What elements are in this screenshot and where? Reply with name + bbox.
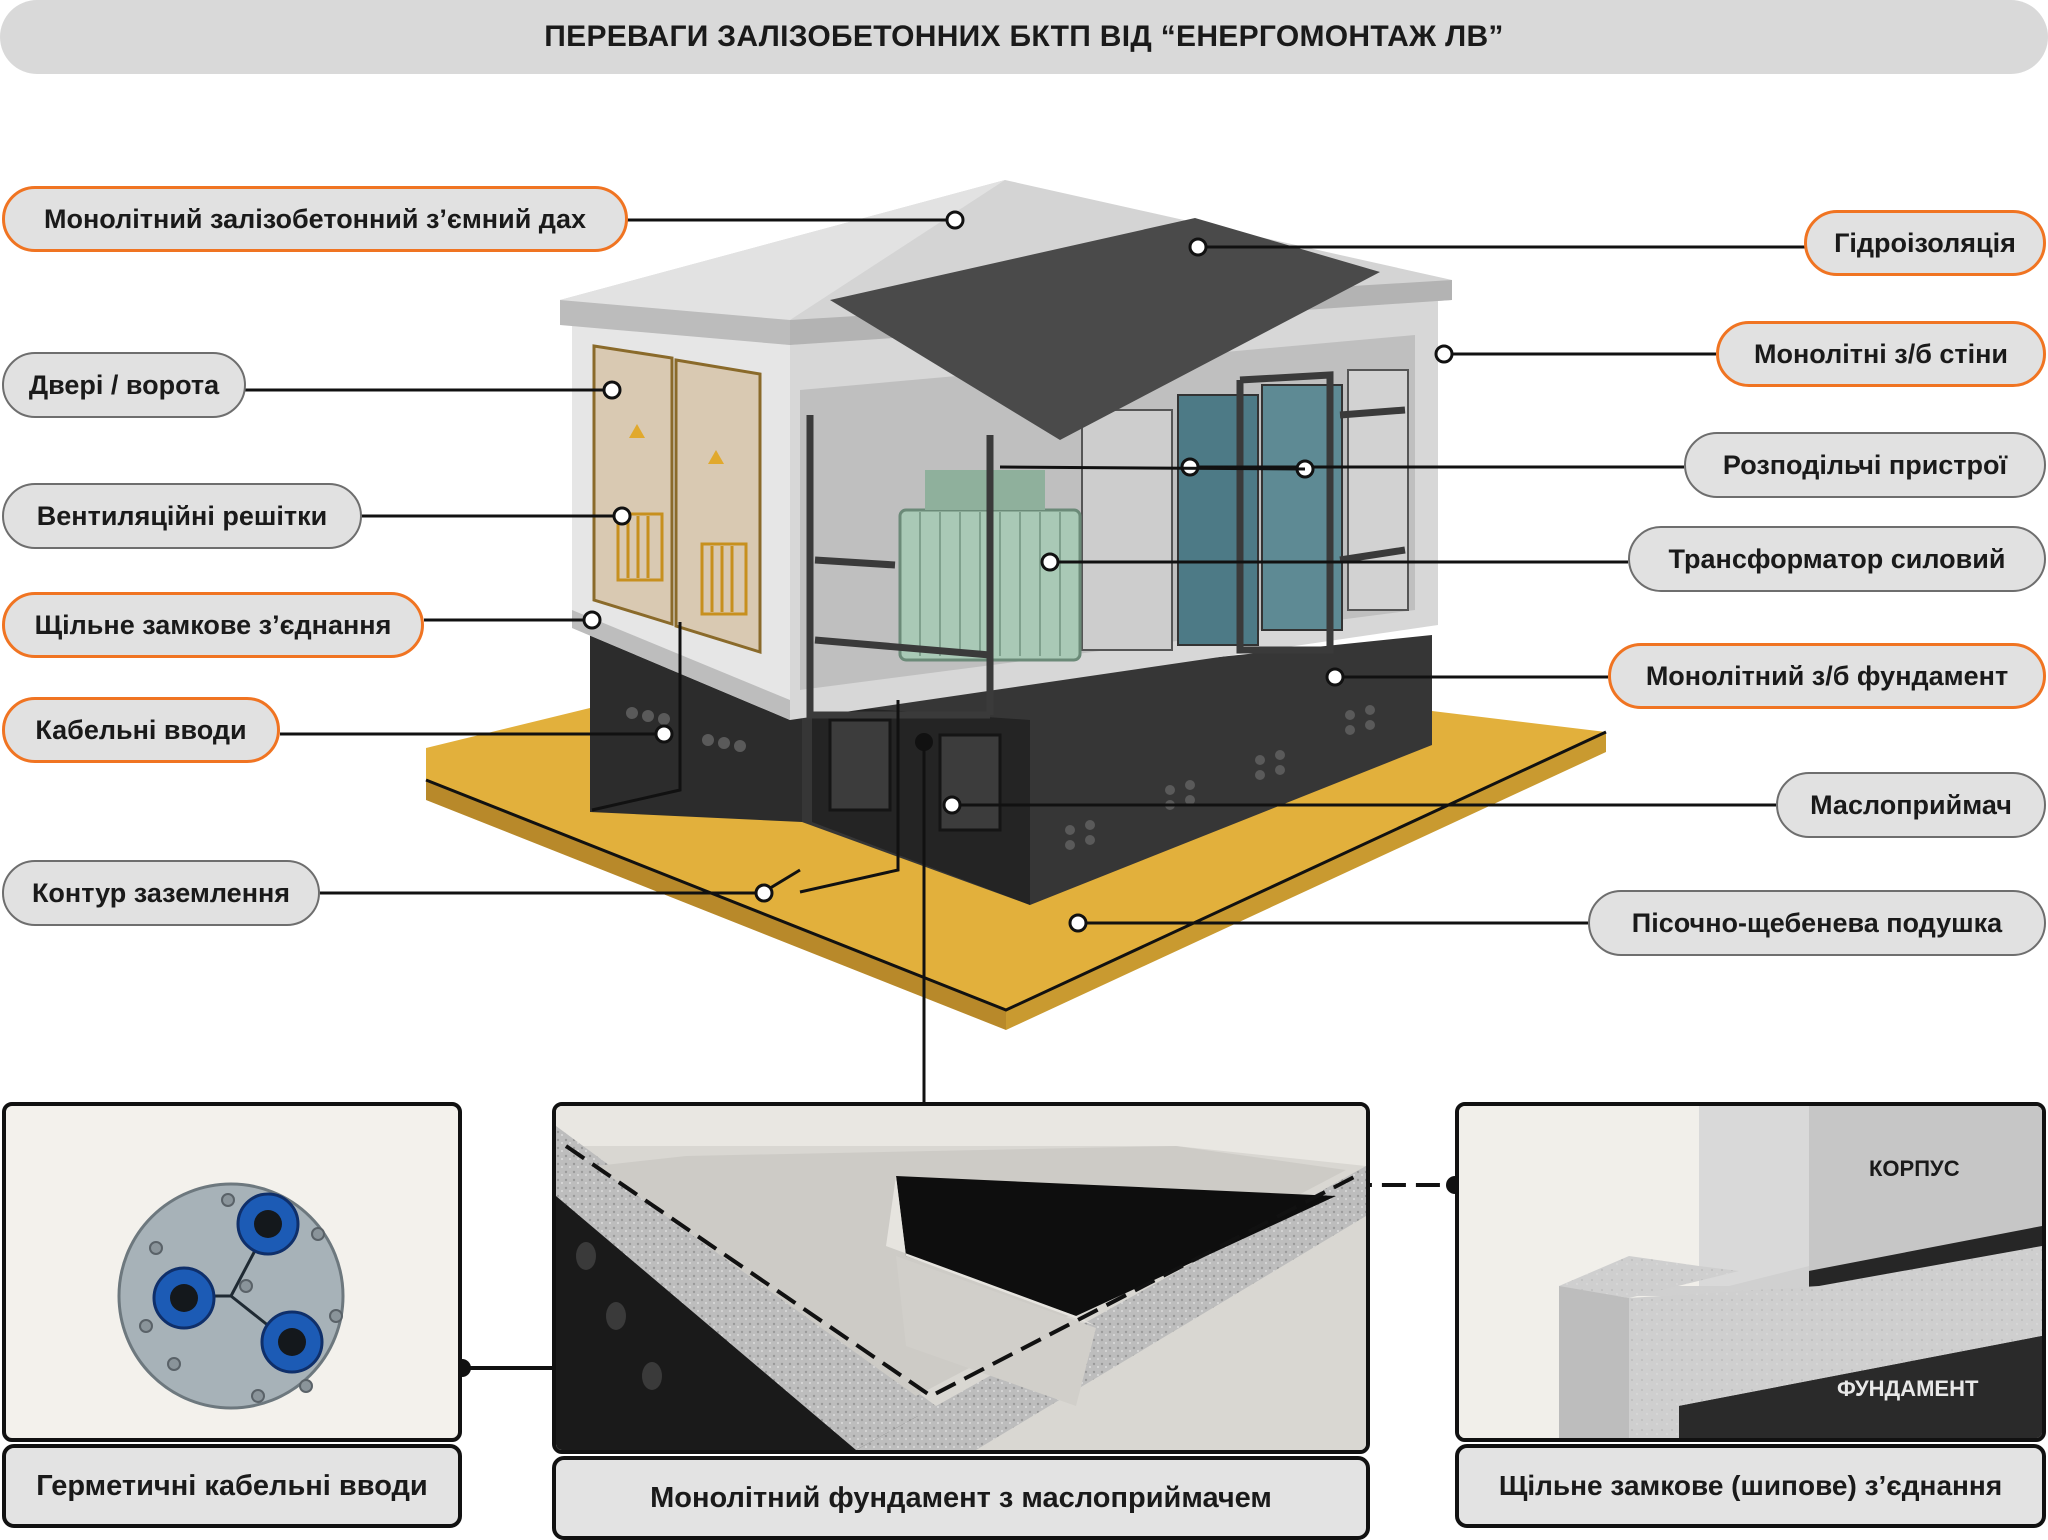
foundation-photo <box>556 1106 1366 1450</box>
label-foundation-inset: ФУНДАМЕНТ <box>1837 1376 1979 1401</box>
caption-foundation: Монолітний фундамент з маслоприймачем <box>552 1456 1370 1540</box>
label-vent-grilles: Вентиляційні решітки <box>2 483 362 549</box>
title-bar: ПЕРЕВАГИ ЗАЛІЗОБЕТОННИХ БКТП ВІД “ЕНЕРГО… <box>0 0 2048 74</box>
label-body: КОРПУС <box>1869 1156 1960 1181</box>
label-doors: Двері / ворота <box>2 352 246 418</box>
label-grounding: Контур заземлення <box>2 860 320 926</box>
interior <box>806 369 1409 719</box>
panel-lock-joint: КОРПУС ФУНДАМЕНТ <box>1455 1102 2046 1442</box>
label-oil-receiver: Маслоприймач <box>1776 772 2046 838</box>
label-removable-roof: Монолітний залізобетонний з’ємний дах <box>2 186 628 252</box>
label-switchgear: Розподільчі пристрої <box>1684 432 2046 498</box>
label-cable-entries: Кабельні вводи <box>2 697 280 763</box>
label-lock-joint: Щільне замкове з’єднання <box>2 592 424 658</box>
label-sand-cushion: Пісочно-щебенева подушка <box>1588 890 2046 956</box>
page-title: ПЕРЕВАГИ ЗАЛІЗОБЕТОННИХ БКТП ВІД “ЕНЕРГО… <box>544 20 1504 53</box>
roof <box>560 180 1452 440</box>
doors <box>592 344 762 655</box>
label-transformer: Трансформатор силовий <box>1628 526 2046 592</box>
panel-foundation <box>552 1102 1370 1454</box>
panel-cable-entries <box>2 1102 462 1442</box>
label-foundation: Монолітний з/б фундамент <box>1608 643 2046 709</box>
label-walls: Монолітні з/б стіни <box>1716 321 2046 387</box>
leader-switchgear <box>999 465 1306 471</box>
foundation-block <box>590 625 1432 905</box>
lock-joint-render <box>1459 1106 2042 1438</box>
cable-entry-plate <box>117 1182 345 1410</box>
label-waterproofing: Гідроізоляція <box>1804 210 2046 276</box>
caption-cable-entries: Герметичні кабельні вводи <box>2 1444 462 1528</box>
caption-lock-joint: Щільне замкове (шипове) з’єднання <box>1455 1444 2046 1528</box>
leader-lines <box>242 218 1810 1370</box>
